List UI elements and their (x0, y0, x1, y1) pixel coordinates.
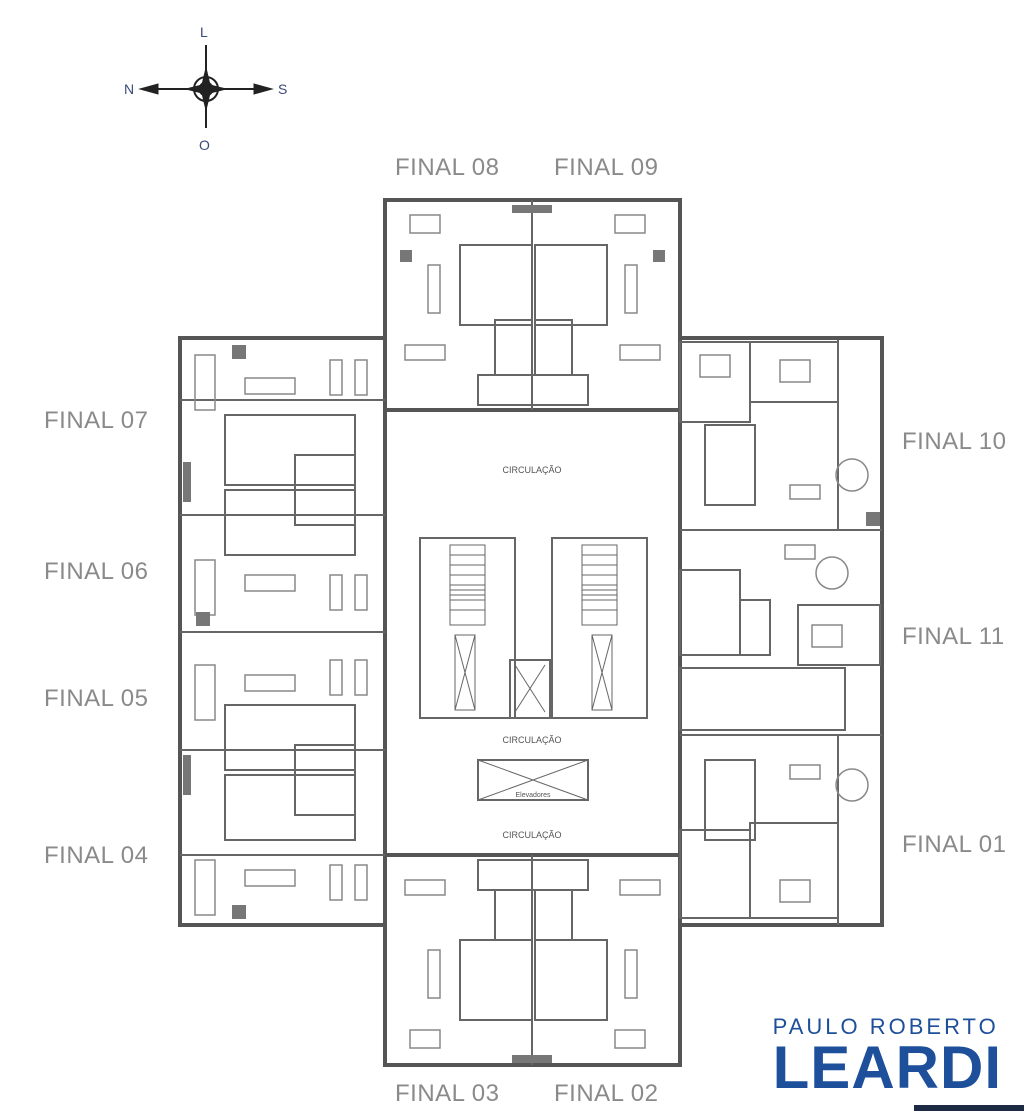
unit-label-final-05: FINAL 05 (44, 685, 149, 712)
brand-logo: PAULO ROBERTO LEARDI (772, 1014, 1002, 1101)
unit-label-final-07: FINAL 07 (44, 407, 149, 434)
brand-name-top: PAULO ROBERTO (772, 1014, 999, 1039)
furniture (194, 214, 869, 1049)
compass-icon (138, 45, 274, 128)
unit-label-final-08: FINAL 08 (395, 154, 500, 181)
brand-name-main: LEARDI (772, 1034, 1002, 1101)
unit-label-final-02: FINAL 02 (554, 1080, 659, 1107)
structural-columns (183, 205, 880, 1063)
compass-south-label: S (278, 81, 288, 97)
stairs (449, 544, 618, 801)
compass-north-label: N (124, 81, 135, 97)
unit-label-final-01: FINAL 01 (902, 831, 1007, 858)
elevators-label: Elevadores (515, 792, 551, 799)
circulation-top-label: CIRCULAÇÃO (502, 465, 561, 475)
unit-label-final-03: FINAL 03 (395, 1080, 500, 1107)
circulation-bottom-label: CIRCULAÇÃO (502, 830, 561, 840)
circulation-mid-label: CIRCULAÇÃO (502, 735, 561, 745)
compass-east-label: L (200, 24, 208, 40)
compass-west-label: O (199, 137, 210, 153)
unit-label-final-10: FINAL 10 (902, 428, 1007, 455)
unit-label-final-04: FINAL 04 (44, 842, 149, 869)
unit-label-final-09: FINAL 09 (554, 154, 659, 181)
corner-bar (914, 1105, 1024, 1111)
interior-walls (180, 200, 882, 1065)
unit-label-final-06: FINAL 06 (44, 558, 149, 585)
unit-label-final-11: FINAL 11 (902, 623, 1005, 650)
